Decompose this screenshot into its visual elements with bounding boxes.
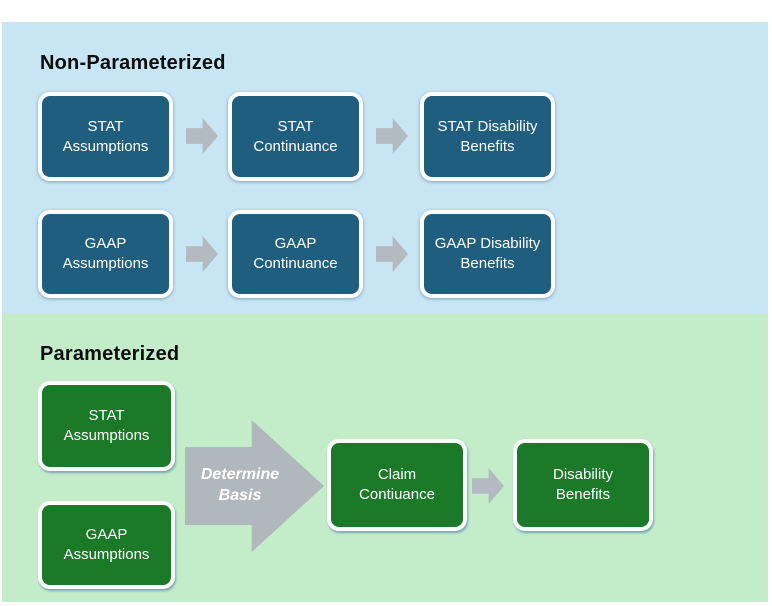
stat-disability-benefits-box: STAT Disability Benefits: [420, 92, 555, 181]
stat-continuance-box: STAT Continuance: [228, 92, 363, 181]
stat-assumptions-box: STAT Assumptions: [38, 92, 173, 181]
param-gaap-assumptions-box: GAAP Assumptions: [38, 501, 175, 589]
determine-basis-label: Determine Basis: [200, 466, 280, 504]
param-stat-assumptions-box: STAT Assumptions: [38, 381, 175, 471]
disability-benefits-box: Disability Benefits: [513, 439, 653, 531]
non-parameterized-heading: Non-Parameterized: [40, 52, 226, 74]
gaap-assumptions-box: GAAP Assumptions: [38, 210, 173, 298]
gaap-disability-benefits-box: GAAP Disability Benefits: [420, 210, 555, 298]
claim-contiuance-box: Claim Contiuance: [327, 439, 467, 531]
gaap-continuance-box: GAAP Continuance: [228, 210, 363, 298]
parameterized-heading: Parameterized: [40, 343, 180, 365]
